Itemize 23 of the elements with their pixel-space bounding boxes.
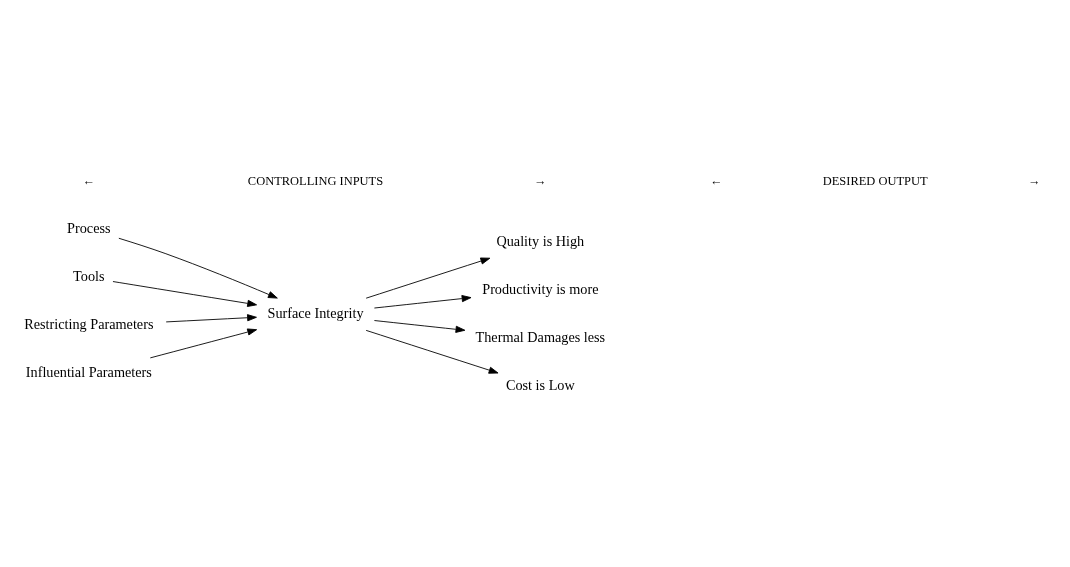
node-text: Surface Integrity: [267, 304, 364, 321]
label: ←: [709, 173, 723, 188]
arrow: [373, 294, 472, 308]
arrow: [149, 328, 258, 358]
arrow: [365, 257, 491, 299]
label: →: [534, 173, 547, 188]
node-text: Restricting Parameters: [24, 315, 154, 332]
node-text: Influential Parameters: [25, 363, 152, 380]
arrow: [365, 329, 499, 374]
label: →: [1027, 173, 1041, 188]
label: DESIRED OUTPUT: [822, 173, 928, 188]
node-text: Quality is High: [496, 232, 585, 249]
label: ←: [82, 173, 96, 188]
node-text: Process: [67, 219, 111, 236]
node-text: Productivity is more: [482, 280, 599, 297]
node-text: Cost is Low: [505, 376, 575, 393]
arrow: [112, 280, 258, 307]
node-text: Tools: [73, 267, 105, 284]
arrow: [118, 237, 278, 299]
arrow: [373, 319, 466, 333]
arrow: [165, 313, 257, 322]
node-text: Thermal Damages less: [475, 328, 606, 345]
label: CONTROLLING INPUTS: [247, 173, 384, 188]
